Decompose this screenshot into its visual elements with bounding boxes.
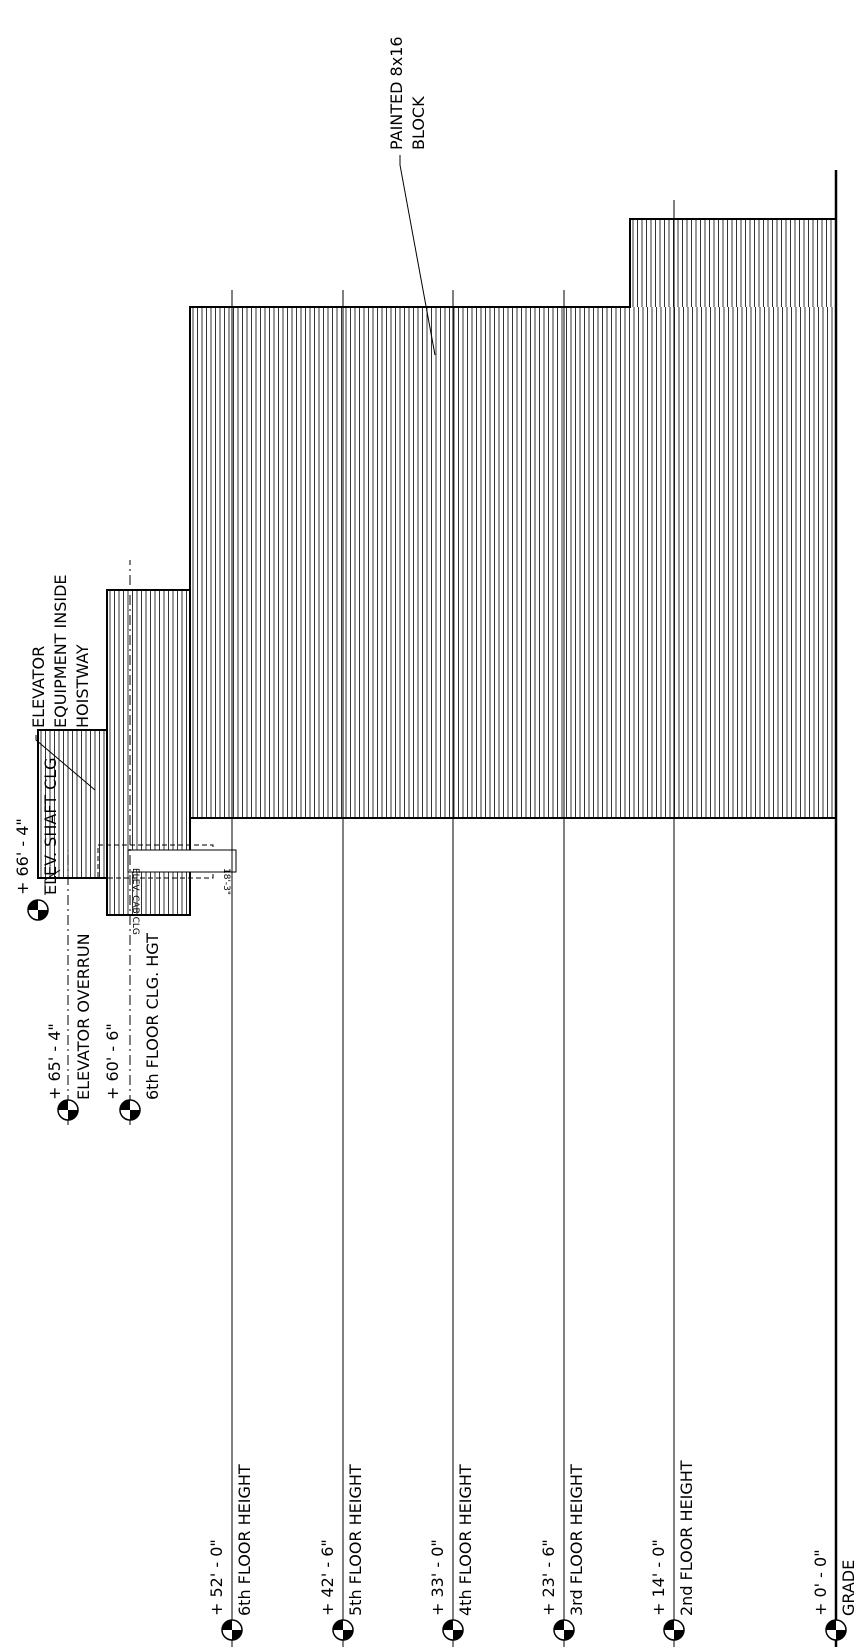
annotations: ELEVATOR EQUIPMENT INSIDE HOISTWAY PAINT… (29, 36, 436, 935)
level-marker-shaft (27, 899, 49, 921)
level-labels: + 52' - 0" 6th FLOOR HEIGHT + 42' - 6" 5… (13, 757, 858, 1616)
level-name-grade: GRADE (839, 1560, 858, 1616)
cab-label: ELEV. CAB CLG (130, 868, 140, 935)
level-marker-5th (332, 1619, 354, 1641)
level-name-overrun: ELEVATOR OVERRUN (74, 933, 93, 1100)
level-marker-3rd (553, 1619, 575, 1641)
elevator-note-line3: HOISTWAY (73, 644, 92, 728)
block-note-line2: BLOCK (409, 96, 428, 150)
level-markers (27, 899, 847, 1641)
level-marker-6th (221, 1619, 243, 1641)
level-elevation-shaft: + 66' - 4" (13, 818, 32, 895)
level-marker-clg (119, 1099, 141, 1121)
level-marker-2nd (663, 1619, 685, 1641)
level-elevation-2nd: + 14' - 0" (649, 1539, 668, 1616)
block-note-line1: PAINTED 8x16 (387, 36, 406, 150)
level-name-3rd: 3rd FLOOR HEIGHT (567, 1464, 586, 1616)
level-name-6th: 6th FLOOR HEIGHT (235, 1464, 254, 1616)
level-elevation-overrun: + 65' - 4" (45, 1023, 64, 1100)
shaft-outline (37, 729, 108, 879)
level-elevation-3rd: + 23' - 6" (539, 1539, 558, 1616)
level-marker-grade (825, 1619, 847, 1641)
elevator-note-leader (35, 735, 96, 791)
elevator-note-line1: ELEVATOR (29, 646, 48, 728)
datum-lines (67, 200, 675, 1647)
level-elevation-5th: + 42' - 6" (318, 1539, 337, 1616)
level-elevation-clg: + 60' - 6" (103, 1023, 122, 1100)
elevator-note-line2: EQUIPMENT INSIDE (51, 574, 70, 728)
level-name-clg: 6th FLOOR CLG. HGT (143, 933, 162, 1100)
elevator-cab-dimension (127, 849, 237, 873)
wall-outline (189, 218, 837, 819)
level-name-shaft: ELEV. SHAFT CLG (41, 757, 60, 895)
shaft-clg-leader (44, 869, 61, 895)
level-marker-4th (442, 1619, 464, 1641)
block-hatch (40, 219, 836, 915)
level-name-5th: 5th FLOOR HEIGHT (346, 1464, 365, 1616)
level-elevation-6th: + 52' - 0" (207, 1539, 226, 1616)
level-elevation-grade: + 0' - 0" (811, 1549, 830, 1616)
block-note-leader (399, 155, 436, 356)
level-elevation-4th: + 33' - 0" (428, 1539, 447, 1616)
block-wall (37, 170, 838, 1647)
level-name-4th: 4th FLOOR HEIGHT (456, 1464, 475, 1616)
level-marker-overrun (57, 1099, 79, 1121)
level-name-2nd: 2nd FLOOR HEIGHT (677, 1460, 696, 1616)
cab-dimension: 18'-3" (221, 868, 231, 895)
